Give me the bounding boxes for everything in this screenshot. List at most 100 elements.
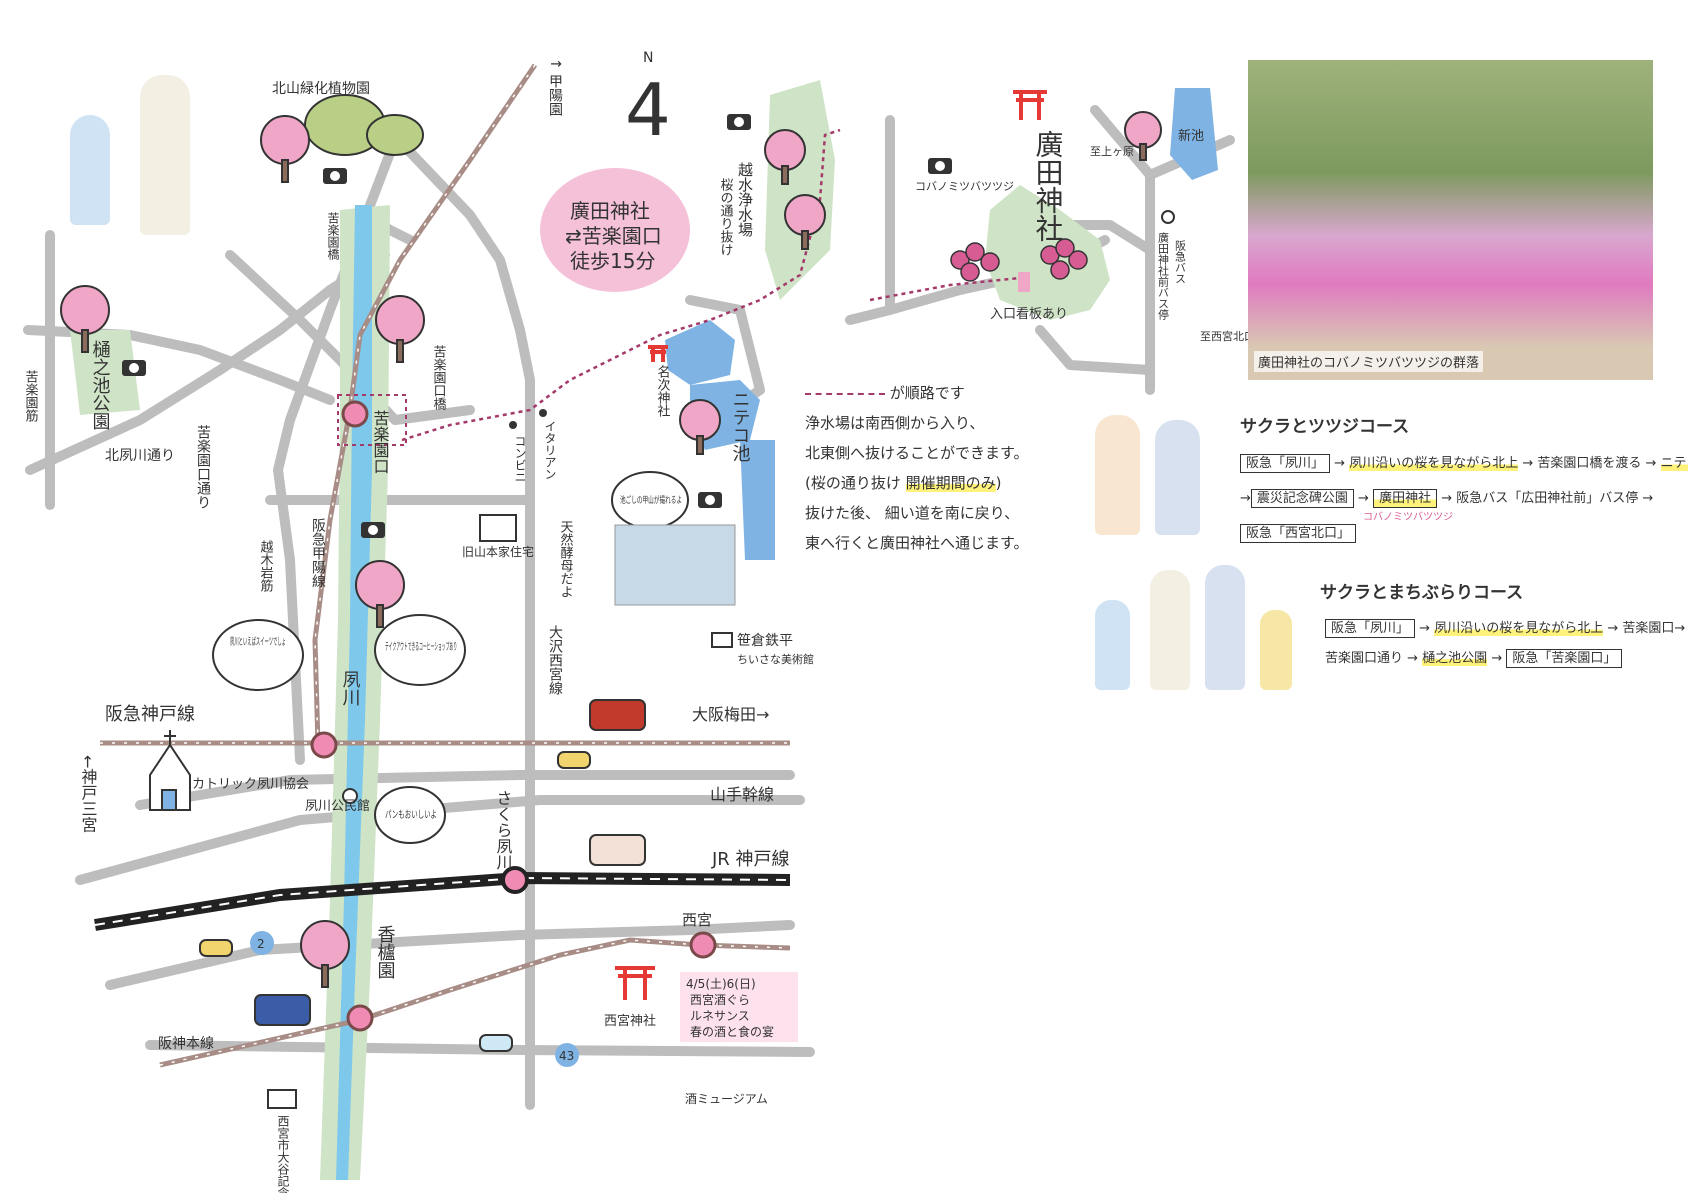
- label-yamamoto-house: 旧山本家住宅: [462, 544, 534, 559]
- legend-note-5: 東へ行くと廣田神社へ通じます。: [805, 534, 1029, 552]
- entrance-sign-icon: [1018, 272, 1030, 292]
- label-koshigi-suji: 越木岩筋: [258, 540, 274, 592]
- koshimizu-waterworks: [765, 80, 835, 300]
- camera-icon: [122, 360, 146, 376]
- label-sakura-tunnel: 桜の通り抜け: [718, 178, 734, 256]
- label-event-line2: ルネサンス: [690, 1009, 750, 1023]
- course2-s2: 夙川沿いの桜を見ながら北上: [1434, 621, 1604, 636]
- person-walker: [1155, 420, 1200, 535]
- person-family-1: [1095, 600, 1130, 690]
- label-kurakuenguchi-station: 苦楽園口: [371, 410, 390, 474]
- label-conbini: コンビニ: [513, 435, 527, 483]
- course1-title: サクラとツツジコース: [1240, 417, 1410, 437]
- sakura-tree-icon: [260, 115, 310, 183]
- station-kurakuenguchi: [341, 400, 369, 428]
- yamamoto-house-icon: [479, 514, 517, 542]
- label-koyo-line: 阪急甲陽線: [310, 518, 326, 588]
- label-kurakuen-suji: 苦楽園筋: [23, 369, 39, 422]
- kamiyama-photo: [614, 524, 736, 606]
- label-pan-bubble: パンもおいしいよ: [385, 809, 437, 821]
- camera-icon: [727, 114, 751, 130]
- camera-icon: [361, 522, 385, 538]
- people-illustration-topleft: [55, 60, 205, 240]
- pan-bubble: [374, 786, 446, 844]
- label-nishinomiya-station: 西宮: [682, 911, 712, 929]
- person-family-4: [1260, 610, 1292, 690]
- label-to-kamigahara: 至上ヶ原: [1090, 145, 1134, 158]
- label-nishinomiya-shrine: 西宮神社: [604, 1013, 656, 1029]
- map-labels: N 4 北山緑化植物園 北夙川通り 阪急神戸線 大阪梅田→ カトリック夙川協会 …: [105, 50, 1255, 1106]
- catholic-church-icon: [149, 730, 191, 811]
- kurakuenguchi-bridge-box: [337, 394, 407, 446]
- course1-row2: →震災記念碑公園 → 廣田神社 → 阪急バス「広田神社前」バス停 →: [1240, 489, 1654, 508]
- course2-s3: → 苦楽園口→: [1607, 621, 1686, 636]
- label-hankyu-bus: 阪急バス: [1174, 239, 1187, 284]
- label-route2: 2: [257, 937, 265, 951]
- kitayama-hill-2: [366, 114, 424, 156]
- course1-s4: ニテコ池: [1660, 456, 1688, 471]
- label-yamate: 山手幹線: [710, 785, 774, 804]
- label-hinoike-park: 樋之池公園: [90, 340, 111, 430]
- person-family-3: [1205, 565, 1245, 690]
- label-walk-1: 廣田神社: [570, 199, 650, 223]
- cameras: [122, 114, 952, 538]
- legend-note-3: (桜の通り抜け 開催期間のみ): [805, 468, 1105, 498]
- label-walk-3: 徒歩15分: [570, 249, 655, 273]
- person-family-2: [1150, 570, 1190, 690]
- label-event-date: 4/5(土)6(日): [686, 977, 756, 991]
- label-sweets-bubble: 夙川といえばスイーツでしょ: [230, 636, 286, 648]
- torii-icons: [615, 90, 1047, 1000]
- sakura-trees: [60, 111, 1162, 988]
- conbini-marker: [509, 421, 517, 429]
- legend-note-3b: 開催期間のみ: [905, 474, 996, 492]
- north-letter: N: [643, 50, 653, 66]
- label-kobe-sannomiya: ←神戸三宮: [79, 755, 98, 832]
- map-labels-vertical: ↑ 甲陽園 苦楽園橋 樋之池公園 苦楽園筋 苦楽園口通り 越木岩筋 苦楽園口橋 …: [23, 58, 1187, 1193]
- label-sake-museum: 酒ミュージアム: [685, 1092, 768, 1106]
- label-otani-museum: 西宮市大谷記念美術館: [276, 1115, 290, 1193]
- label-nagutsugi: 名次神社: [655, 364, 671, 417]
- legend: が順路です 浄水場は南西側から入り、 北東側へ抜けることができます。 (桜の通り…: [805, 378, 1105, 558]
- label-jr-kobe-line: JR 神戸線: [711, 849, 790, 870]
- niteko-pond-south: [740, 440, 775, 560]
- course2-row2: 苦楽園口通り → 樋之池公園 → 阪急「苦楽園口」: [1325, 647, 1623, 668]
- label-hanshin-line: 阪神本線: [158, 1036, 214, 1052]
- label-walk-2: ⇄苦楽園口: [565, 224, 662, 248]
- course1-s8: 阪急「西宮北口」: [1240, 524, 1357, 543]
- sasakura-museum-icon: [711, 632, 733, 648]
- label-kominkan: 夙川公民館: [305, 799, 370, 814]
- legend-note-2: 北東側へ抜けることができます。: [805, 444, 1029, 462]
- person-guide: [1095, 415, 1140, 535]
- label-hirota-bus-stop: 廣田神社前バス停: [1157, 231, 1170, 321]
- bus-stop-icon: [1161, 210, 1175, 224]
- sakura-tree-icon: [300, 920, 350, 988]
- label-tennen-koubo: 天然酵母だよ: [558, 520, 574, 598]
- label-entrance-sign: 入口看板あり: [990, 306, 1068, 322]
- legend-note-4: 抜けた後、 細い道を南に戻り、: [805, 504, 1020, 522]
- label-niteko: ニテコ池: [730, 390, 751, 462]
- label-kobano: コバノミツバツツジ: [915, 180, 1014, 193]
- label-event-line1: 西宮酒ぐら: [690, 992, 750, 1007]
- shinike-pond: [1170, 88, 1218, 180]
- torii-icon-nagutsugi: [648, 345, 668, 362]
- route43-badge: [555, 1043, 579, 1067]
- torii-icon-nishinomiya: [615, 966, 655, 1000]
- label-italian: イタリアン: [543, 420, 557, 480]
- walk-time-bubble: [540, 168, 690, 292]
- tram-icon: [589, 699, 646, 731]
- label-kurakuen-bridge-top: 苦楽園橋: [326, 212, 340, 261]
- torii-icon-hirota: [1013, 90, 1047, 120]
- stations: [310, 400, 717, 1032]
- label-sasakura: 笹倉鉄平: [737, 633, 793, 649]
- label-coffee-bubble: テイクアウトできるコーヒーショップあり: [385, 641, 457, 653]
- legend-route-row: が順路です: [805, 378, 1105, 408]
- label-kamiyama-bubble: 池ごしの甲山が撮れるよ: [620, 494, 682, 506]
- course2-s6: 阪急「苦楽園口」: [1506, 649, 1623, 668]
- label-koshimizu: 越水浄水場: [736, 162, 754, 237]
- course2-s1: 阪急「夙川」: [1325, 619, 1416, 638]
- sweets-bubble: [212, 619, 304, 691]
- course1-s6: 廣田神社: [1373, 489, 1438, 508]
- people-illustration-course2: [1090, 565, 1300, 695]
- course1-s2: 夙川沿いの桜を見ながら北上: [1349, 456, 1519, 471]
